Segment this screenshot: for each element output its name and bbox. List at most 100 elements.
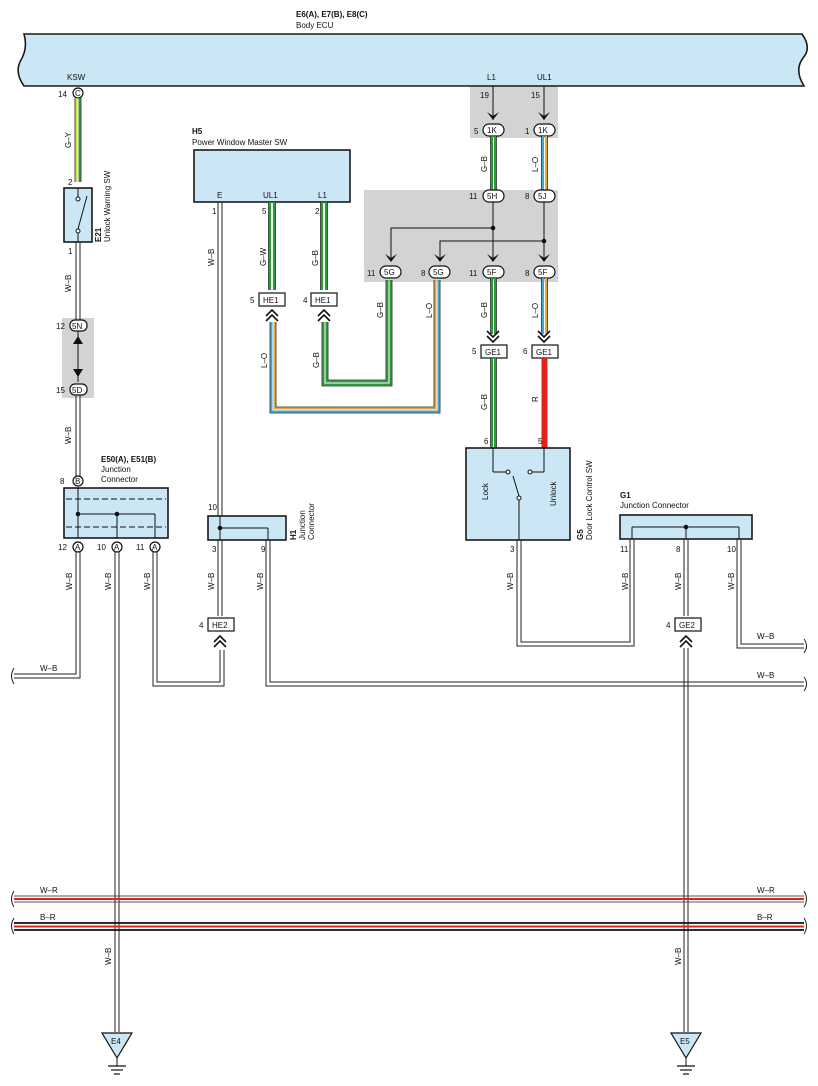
j5j-label: 5J bbox=[538, 192, 546, 201]
wire-label-wb-4: W–B bbox=[40, 664, 57, 673]
ground-e5-icon bbox=[669, 1032, 703, 1075]
he1-label-right: HE1 bbox=[315, 296, 331, 305]
he2-pin: 4 bbox=[199, 621, 204, 630]
break-left-3 bbox=[11, 917, 15, 935]
e50-pin12: 12 bbox=[58, 543, 67, 552]
wire-ge1-g5-r bbox=[541, 358, 548, 448]
e50-conn-a-2: A bbox=[114, 543, 120, 552]
wire-label-wb-11: W–B bbox=[207, 573, 216, 590]
he1-pin5: 5 bbox=[250, 296, 255, 305]
h1-name1: Junction bbox=[298, 510, 307, 540]
ecu-pin-ul1: 15 bbox=[531, 91, 540, 100]
ge1-label-left: GE1 bbox=[485, 348, 502, 357]
k1-left-pin: 5 bbox=[474, 127, 479, 136]
h5-pin-ul1: 5 bbox=[262, 207, 267, 216]
wire-g1-ge2 bbox=[683, 539, 689, 616]
arrow-5f-2 bbox=[538, 254, 550, 262]
wire-1k-5j-lo bbox=[541, 136, 548, 190]
j5g-pin8: 8 bbox=[421, 269, 426, 278]
h5-name: Power Window Master SW bbox=[192, 138, 288, 147]
ecu-ksw-label: KSW bbox=[67, 73, 86, 82]
h5-pin-l1: 2 bbox=[315, 207, 320, 216]
g5-name: Door Lock Control SW bbox=[585, 460, 594, 540]
wire-label-wb-13: W–B bbox=[757, 671, 774, 680]
wire-label-wb-1: W–B bbox=[64, 275, 73, 292]
g1-junction-box bbox=[619, 514, 753, 540]
wire-5f-ge1-gb bbox=[490, 278, 497, 334]
conn-he2 bbox=[207, 617, 235, 632]
wire-h5-e-h1 bbox=[217, 202, 223, 516]
j5j-pin: 8 bbox=[525, 192, 530, 201]
wire-label-gb-3: G–B bbox=[376, 302, 385, 318]
h1-junction-box bbox=[207, 515, 287, 541]
e21-code: E21 bbox=[94, 227, 103, 242]
e50-pin11: 11 bbox=[136, 543, 145, 552]
g5-pin5: 5 bbox=[538, 437, 543, 446]
break-left-2 bbox=[11, 890, 15, 908]
wire-label-wb-3: W–B bbox=[65, 573, 74, 590]
e50-junction-box bbox=[63, 487, 169, 539]
e21-switch bbox=[63, 187, 93, 243]
ecu-l1-label: L1 bbox=[487, 73, 496, 82]
conn-5n-label: 5N bbox=[72, 322, 82, 331]
he2-label: HE2 bbox=[212, 621, 228, 630]
arrow-5f-1 bbox=[487, 254, 499, 262]
junction-dot-1 bbox=[490, 225, 496, 231]
j5g-label-1: 5G bbox=[384, 268, 395, 277]
body-ecu: E6(A), E7(B), E8(C) Body ECU KSW L1 UL1 bbox=[17, 10, 809, 87]
wire-5f-ge1-lo bbox=[541, 278, 548, 334]
g1-code: G1 bbox=[620, 491, 631, 500]
wire-ge2-e5 bbox=[683, 648, 689, 1032]
break-right-2 bbox=[803, 638, 807, 654]
bus-wr bbox=[14, 895, 804, 903]
break-right-4 bbox=[803, 917, 807, 935]
wire-label-wb-10: W–B bbox=[621, 573, 630, 590]
he1-pin4: 4 bbox=[303, 296, 308, 305]
wire-h1-he2 bbox=[217, 540, 223, 616]
wire-label-wb-2: W–B bbox=[64, 427, 73, 444]
ge2-label: GE2 bbox=[679, 621, 696, 630]
wire-label-wb-8: W–B bbox=[207, 249, 216, 266]
g1-pin8: 8 bbox=[676, 545, 681, 554]
h1-pin10: 10 bbox=[208, 503, 217, 512]
ecu-ksw-pin: 14 bbox=[58, 90, 67, 99]
arrow-5g-1 bbox=[385, 254, 397, 262]
j5h-pin: 11 bbox=[469, 192, 478, 201]
conn-5f-left bbox=[482, 265, 505, 279]
conn-5d-label: 5D bbox=[72, 386, 82, 395]
e50-conn-b-circle bbox=[72, 475, 84, 487]
wire-label-gb-2: G–B bbox=[312, 352, 321, 368]
wire-e50-10-to-e4 bbox=[114, 552, 120, 1032]
wire-h1-9-right bbox=[265, 540, 804, 687]
conn-5n-pin: 12 bbox=[56, 322, 65, 331]
conn-5f-right bbox=[533, 265, 556, 279]
ge2-pin: 4 bbox=[666, 621, 671, 630]
ground-e4-icon bbox=[100, 1032, 134, 1075]
ecu-ksw-conn: C bbox=[75, 89, 81, 98]
conn-5d bbox=[69, 383, 88, 396]
wire-label-wb-12: W–B bbox=[256, 573, 265, 590]
junction-dot-2 bbox=[541, 238, 547, 244]
wire-wb-e21-5n bbox=[75, 242, 81, 320]
junction-internal bbox=[390, 202, 545, 260]
wire-label-gw: G–W bbox=[259, 247, 268, 266]
break-left-1 bbox=[11, 667, 15, 685]
conn-5n-5d-link bbox=[73, 331, 83, 382]
wire-label-wb-9: W–B bbox=[506, 573, 515, 590]
k1-right-label: 1K bbox=[538, 126, 548, 135]
wire-label-wb-5: W–B bbox=[104, 573, 113, 590]
e21-pin-bottom: 1 bbox=[68, 247, 73, 256]
ge2-arrow bbox=[679, 634, 693, 648]
ge1-right-arrow bbox=[537, 330, 551, 344]
wire-label-gb-4: G–B bbox=[480, 156, 489, 172]
ge1-left-arrow bbox=[486, 330, 500, 344]
wire-g1-10-right bbox=[736, 539, 804, 649]
he1-label-left: HE1 bbox=[263, 296, 279, 305]
e50-pin10: 10 bbox=[97, 543, 106, 552]
e50-conn-b: B bbox=[75, 477, 80, 486]
wire-lo-loop bbox=[269, 280, 441, 414]
e50-conn-a-3: A bbox=[152, 543, 158, 552]
wire-e50-12-left bbox=[14, 552, 81, 679]
wire-label-wb-7: W–B bbox=[143, 573, 152, 590]
e50-name1: Junction bbox=[101, 465, 131, 474]
